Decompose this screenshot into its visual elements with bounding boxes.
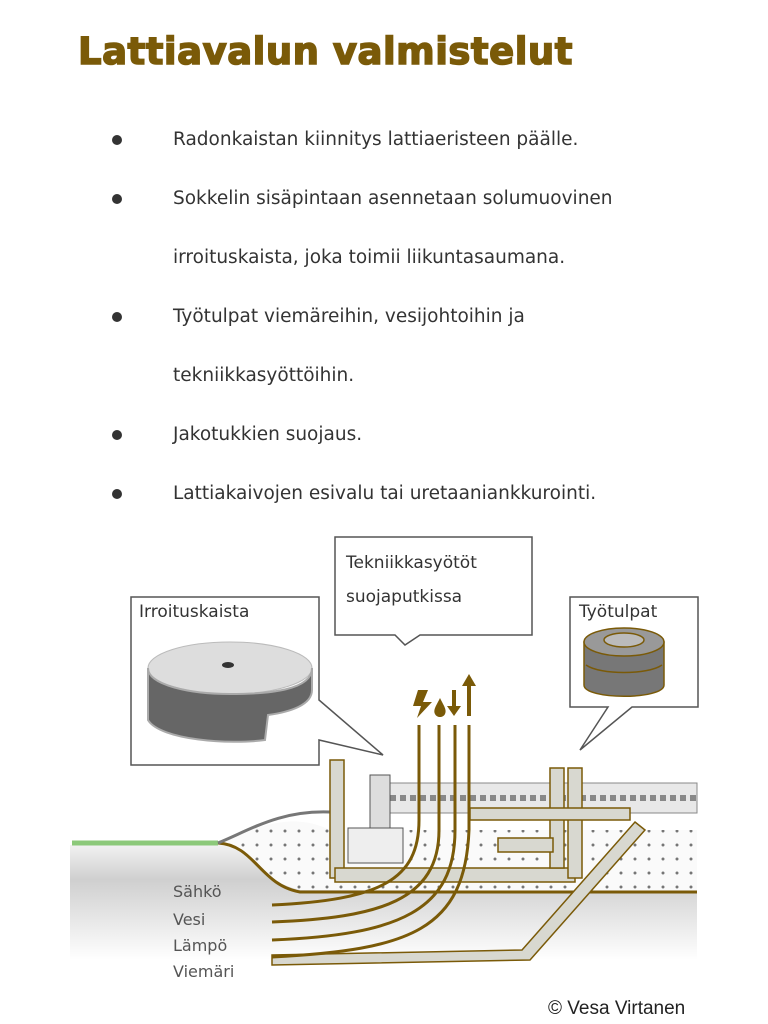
plug-icon: [583, 627, 665, 697]
callout-plugs-label: Työtulpat: [578, 602, 658, 622]
bullet-icon: [112, 135, 122, 145]
label-electricity: Sähkö: [173, 882, 222, 901]
bullet-icon: [112, 489, 122, 499]
callout-feeds-line1: Tekniikkasyötöt: [345, 553, 477, 573]
bullet-text: Lattiakaivojen esivalu tai uretaaniankku…: [173, 483, 597, 504]
bullet-text: tekniikkasyöttöihin.: [173, 365, 355, 386]
bullet-icon: [112, 194, 122, 204]
callout-strip-label: Irroituskaista: [139, 602, 249, 622]
callout-feeds-line2: suojaputkissa: [346, 587, 462, 607]
utility-lines: [271, 725, 471, 959]
callout-feeds-box: [334, 536, 533, 646]
arrow-up-icon: [462, 674, 476, 716]
bullet-text: Jakotukkien suojaus.: [173, 424, 363, 445]
bullet-text: Radonkaistan kiinnitys lattiaeristeen pä…: [173, 129, 579, 150]
arrow-down-icon: [447, 690, 461, 716]
utility-icons: [413, 674, 476, 718]
bullet-icon: [112, 312, 122, 322]
electricity-icon: [413, 690, 432, 718]
bullet-text: Työtulpat viemäreihin, vesijohtoihin ja: [173, 306, 525, 327]
water-drop-icon: [434, 698, 446, 717]
copyright: © Vesa Virtanen: [548, 998, 686, 1019]
page-title: Lattiavalun valmistelut: [77, 29, 573, 74]
label-sewer: Viemäri: [173, 962, 234, 981]
bullet-icon: [112, 430, 122, 440]
bullet-text: irroituskaista, joka toimii liikuntasaum…: [173, 247, 566, 268]
foundation: [369, 774, 391, 831]
foam-strip-roll: [147, 641, 313, 743]
label-water: Vesi: [173, 910, 205, 929]
label-heating: Lämpö: [173, 936, 227, 955]
bullet-text: Sokkelin sisäpintaan asennetaan solumuov…: [173, 188, 613, 209]
